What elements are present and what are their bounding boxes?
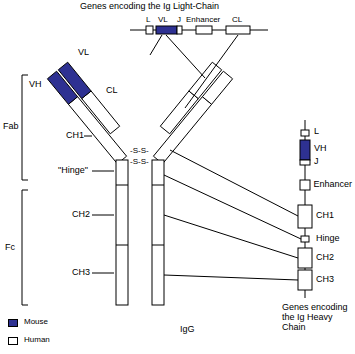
leader-line xyxy=(185,35,238,108)
leader-line xyxy=(92,273,114,274)
heavy-chain-stem xyxy=(116,160,128,305)
leader-line xyxy=(84,136,92,137)
gene-segment xyxy=(298,270,312,290)
domain-label: CH3 xyxy=(72,268,90,278)
domain-divider xyxy=(152,245,164,246)
domain-label: CL xyxy=(106,86,118,96)
domain-divider xyxy=(116,245,128,246)
gene-label: Hinge xyxy=(316,234,340,244)
bracket xyxy=(22,75,28,180)
bond-label: -S-S- xyxy=(130,158,149,167)
leader-line xyxy=(170,150,298,216)
gene-label: VH xyxy=(314,144,327,154)
leader-line xyxy=(166,35,205,78)
gene-label: Enhancer xyxy=(186,16,220,25)
gene-segment xyxy=(300,140,310,160)
gene-segment xyxy=(226,26,250,34)
gene-label: CH3 xyxy=(316,275,334,285)
region-label: Fab xyxy=(3,122,19,132)
domain-divider xyxy=(152,185,164,186)
leader-line xyxy=(92,215,114,216)
gene-segment xyxy=(300,160,310,165)
domain-label: "Hinge" xyxy=(58,166,88,176)
gene-segment xyxy=(146,26,153,34)
leader-line xyxy=(164,275,298,280)
gene-segment xyxy=(156,26,177,34)
domain-label: CH2 xyxy=(72,210,90,220)
gene-label: J xyxy=(314,157,319,167)
gene-segment xyxy=(300,180,310,190)
gene-label: VL xyxy=(158,16,168,25)
legend-swatch xyxy=(8,337,18,345)
legend-text: Mouse xyxy=(24,318,48,327)
gene-segment xyxy=(298,248,312,268)
domain-divider xyxy=(116,185,128,186)
bracket xyxy=(22,190,28,305)
domain-label: VL xyxy=(78,48,89,58)
gene-segment xyxy=(177,26,182,34)
gene-label: L xyxy=(314,127,319,137)
domain-label: CH1 xyxy=(66,131,84,141)
leader-line xyxy=(164,175,301,239)
gene-segment xyxy=(301,130,309,136)
gene-label: CH1 xyxy=(316,211,334,221)
molecule-label: IgG xyxy=(180,325,195,335)
region-label: Fc xyxy=(5,243,15,253)
leader-line xyxy=(164,215,298,258)
light-chain-domain xyxy=(58,62,91,98)
gene-segment xyxy=(301,236,309,242)
gene-segment xyxy=(298,205,312,228)
title: Genes encoding the Ig Light-Chain xyxy=(80,2,219,12)
legend-swatch xyxy=(8,319,18,327)
gene-label: Enhancer xyxy=(313,180,352,190)
gene-label: CL xyxy=(232,16,242,25)
domain-label: VH xyxy=(29,80,42,90)
caption-label: Genes encoding the Ig Heavy Chain xyxy=(282,303,352,333)
heavy-chain-stem xyxy=(152,160,164,305)
legend-text: Human xyxy=(24,336,50,345)
bond-label: -S-S- xyxy=(130,147,149,156)
gene-label: CH2 xyxy=(316,253,334,263)
gene-label: L xyxy=(146,16,150,25)
leader-line xyxy=(92,171,114,172)
gene-segment xyxy=(196,26,212,34)
light-chain-domain xyxy=(82,91,120,134)
gene-label: J xyxy=(177,16,181,25)
leader-line xyxy=(150,35,162,55)
